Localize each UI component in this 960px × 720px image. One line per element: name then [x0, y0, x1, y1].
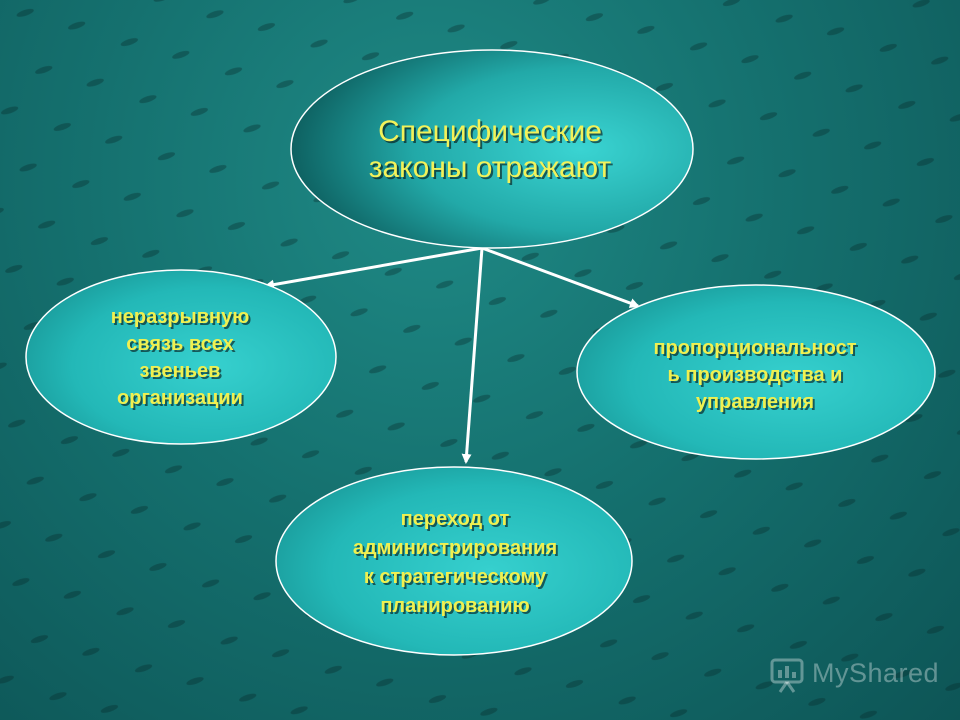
watermark: MyShared — [768, 652, 948, 698]
presentation-icon — [770, 658, 804, 693]
arrow-to-right — [481, 246, 640, 308]
root-node — [290, 49, 694, 249]
arrow-to-bottom — [461, 247, 484, 464]
arrow-to-left — [264, 246, 483, 290]
child-node-right — [576, 284, 936, 460]
child-node-right-label: пропорциональност ь производства и управ… — [653, 336, 857, 413]
child-node-left — [25, 269, 337, 445]
child-node-left-label: неразрывную связь всех звеньев организац… — [110, 305, 250, 409]
watermark-label: MyShared — [812, 658, 940, 688]
child-node-bottom-label: переход от администрирования к стратегич… — [352, 507, 558, 617]
root-node-label: Специфические законы отражают — [368, 115, 612, 184]
child-node-bottom — [275, 466, 633, 656]
